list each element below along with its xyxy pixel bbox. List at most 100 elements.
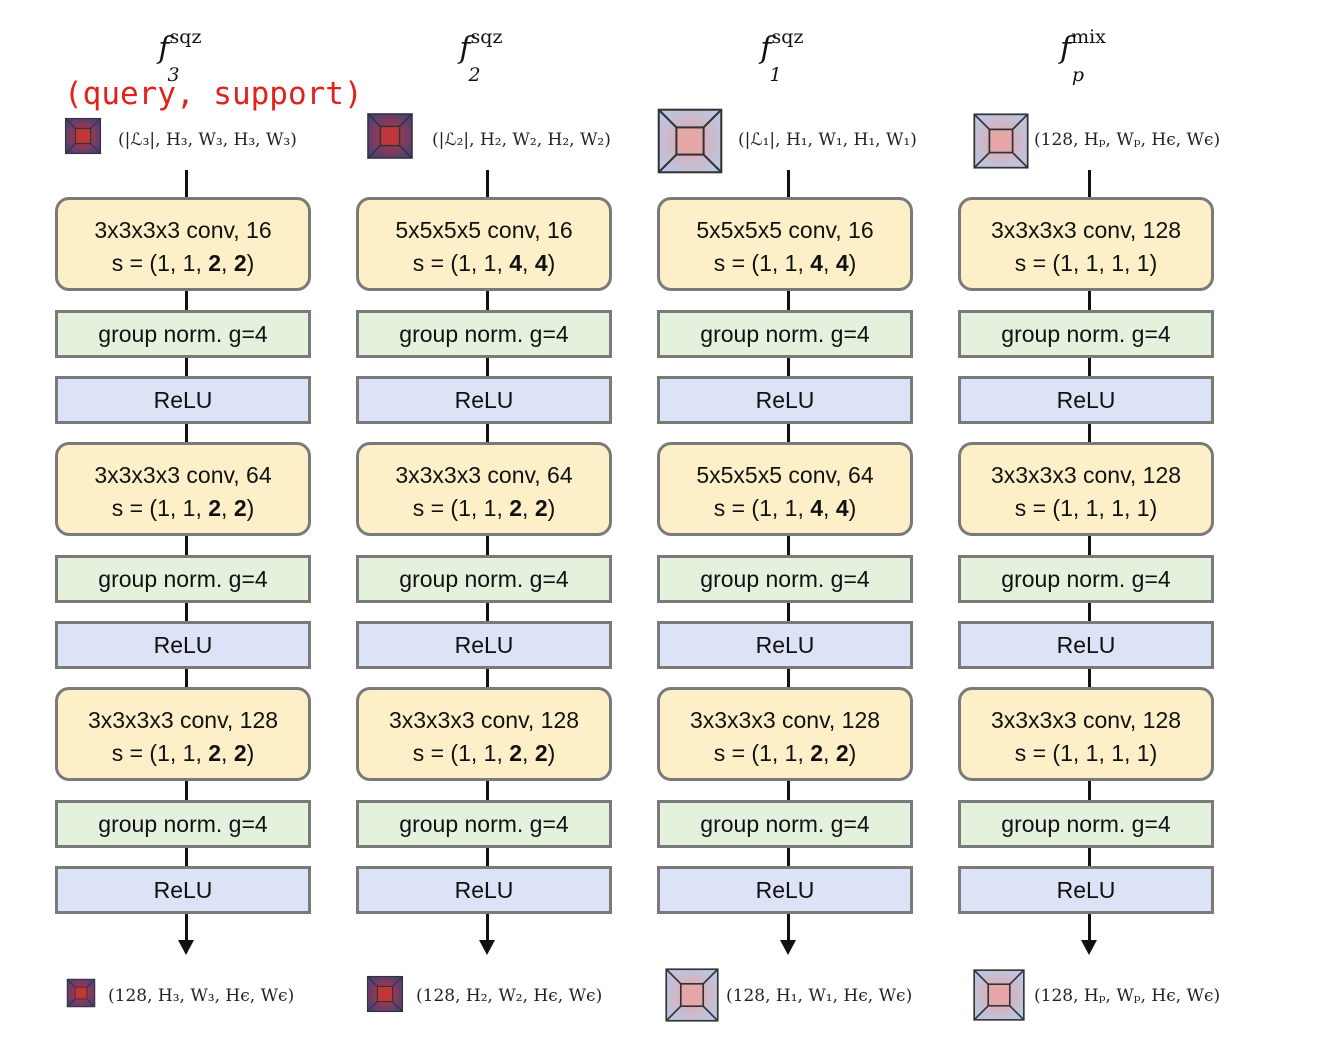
group-norm-block-1: group norm. g=4 [55,310,311,358]
arrow-head [479,940,495,955]
output-tensor-icon-4 [973,969,1025,1021]
title-superscript: sqz [169,26,202,48]
title-superscript: mix [1071,26,1106,48]
output-tensor-icon-1 [66,978,96,1008]
relu-block-2: ReLU [356,621,612,669]
arrow-head [178,940,194,955]
output-shape-label: (128, H₃, W₃, Hϵ, Wϵ) [108,986,295,1006]
title-symbol: f [1059,31,1072,66]
conv-stride-label: s = (1, 1, 4, 4) [713,495,857,521]
stride-value: 2 [509,740,523,766]
group-norm-block-3: group norm. g=4 [356,800,612,848]
title-subscript: 2 [468,64,481,86]
input-shape-label: (|ℒ₂|, H₂, W₂, H₂, W₂) [432,130,611,150]
relu-block-3: ReLU [958,866,1214,914]
relu-block-3: ReLU [657,866,913,914]
title-subscript: p [1071,64,1085,86]
conv-kernel-label: 5x5x5x5 conv, 16 [395,217,573,243]
conv-kernel-label: 3x3x3x3 conv, 128 [990,217,1182,243]
relu-block-3: ReLU [55,866,311,914]
title-subscript: 3 [167,64,180,86]
title-symbol: f [459,31,471,66]
group-norm-block-3: group norm. g=4 [55,800,311,848]
stride-value: 2 [208,250,222,276]
conv-kernel-label: 3x3x3x3 conv, 128 [990,462,1182,488]
relu-block-2: ReLU [657,621,913,669]
conv-stride-label: s = (1, 1, 2, 2) [111,740,255,766]
input-shape-label: (|ℒ₃|, H₃, W₃, H₃, W₃) [118,130,297,150]
stride-value: 4 [810,495,824,521]
input-tensor-icon-2 [367,113,413,159]
stride-value: 4 [835,250,849,276]
conv-block-3: 3x3x3x3 conv, 128 s = (1, 1, 2, 2) [657,687,913,781]
conv-stride-label: s = (1, 1, 2, 2) [412,740,556,766]
conv-block-3: 3x3x3x3 conv, 128 s = (1, 1, 2, 2) [356,687,612,781]
relu-block-1: ReLU [55,376,311,424]
title-superscript: sqz [470,26,503,48]
stride-value: 2 [534,740,548,766]
stride-value: 2 [835,740,849,766]
stride-value: 4 [810,250,824,276]
conv-kernel-label: 3x3x3x3 conv, 64 [94,462,272,488]
group-norm-block-2: group norm. g=4 [55,555,311,603]
stride-value: 4 [835,495,849,521]
relu-block-3: ReLU [356,866,612,914]
column-title: fmix p [958,26,1220,86]
conv-kernel-label: 3x3x3x3 conv, 128 [990,707,1182,733]
conv-block-2: 3x3x3x3 conv, 128 s = (1, 1, 1, 1) [958,442,1214,536]
conv-stride-label: s = (1, 1, 1, 1) [1014,740,1158,766]
title-subscript: 1 [769,64,782,86]
output-tensor-icon-2 [366,975,404,1013]
title-symbol: f [760,31,772,66]
relu-block-2: ReLU [958,621,1214,669]
stride-value: 4 [509,250,523,276]
conv-kernel-label: 5x5x5x5 conv, 16 [696,217,874,243]
output-shape-label: (128, H₂, W₂, Hϵ, Wϵ) [416,986,603,1006]
conv-kernel-label: 3x3x3x3 conv, 16 [94,217,272,243]
input-tensor-icon-3 [657,108,723,174]
relu-block-1: ReLU [356,376,612,424]
stride-value: 2 [233,740,247,766]
input-shape-label: (128, Hₚ, Wₚ, Hϵ, Wϵ) [1034,130,1221,150]
stride-value: 2 [233,250,247,276]
group-norm-block-2: group norm. g=4 [657,555,913,603]
group-norm-block-2: group norm. g=4 [356,555,612,603]
conv-block-1: 5x5x5x5 conv, 16 s = (1, 1, 4, 4) [657,197,913,291]
stride-value: 2 [208,740,222,766]
relu-block-2: ReLU [55,621,311,669]
column-2: fsqz 2 5x5x5x5 conv, 16 s = (1, 1, 4, 4) 3x3… [356,0,618,1049]
column-title: fsqz 2 [356,26,618,86]
column-title: fsqz3 [55,26,317,86]
column-title: fsqz1 [657,26,919,86]
conv-block-1: 5x5x5x5 conv, 16 s = (1, 1, 4, 4) [356,197,612,291]
group-norm-block-1: group norm. g=4 [958,310,1214,358]
relu-block-1: ReLU [958,376,1214,424]
input-tensor-icon-1 [64,117,102,155]
input-shape-label: (|ℒ₁|, H₁, W₁, H₁, W₁) [738,130,917,150]
conv-stride-label: s = (1, 1, 4, 4) [713,250,857,276]
stride-value: 2 [810,740,824,766]
conv-kernel-label: 3x3x3x3 conv, 128 [689,707,881,733]
conv-stride-label: s = (1, 1, 2, 2) [111,495,255,521]
input-tensor-icon-4 [973,113,1029,169]
stride-value: 2 [233,495,247,521]
conv-block-3: 3x3x3x3 conv, 128 s = (1, 1, 1, 1) [958,687,1214,781]
conv-stride-label: s = (1, 1, 2, 2) [713,740,857,766]
conv-stride-label: s = (1, 1, 4, 4) [412,250,556,276]
conv-kernel-label: 3x3x3x3 conv, 128 [388,707,580,733]
arrow-head [780,940,796,955]
group-norm-block-1: group norm. g=4 [356,310,612,358]
arrow-head [1081,940,1097,955]
conv-stride-label: s = (1, 1, 1, 1) [1014,495,1158,521]
column-4: fmix p 3x3x3x3 conv, 128 s = (1, 1, 1, 1) 3x… [958,0,1220,1049]
output-shape-label: (128, Hₚ, Wₚ, Hϵ, Wϵ) [1034,986,1221,1006]
group-norm-block-1: group norm. g=4 [657,310,913,358]
output-shape-label: (128, H₁, W₁, Hϵ, Wϵ) [726,986,913,1006]
group-norm-block-2: group norm. g=4 [958,555,1214,603]
conv-stride-label: s = (1, 1, 2, 2) [412,495,556,521]
